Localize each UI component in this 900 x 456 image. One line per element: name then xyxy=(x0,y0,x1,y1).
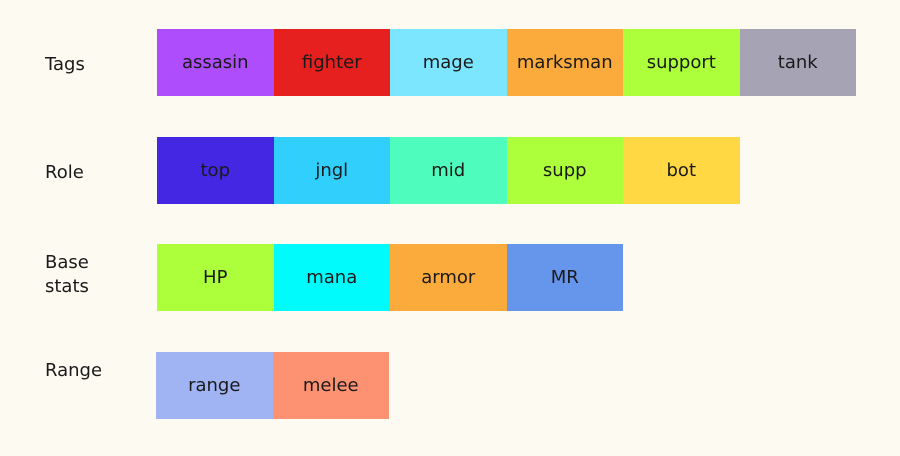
chip-assasin[interactable]: assasin xyxy=(157,29,274,96)
chip-hp[interactable]: HP xyxy=(157,244,274,311)
row-label-base-stats: Base stats xyxy=(45,252,89,297)
chip-mage[interactable]: mage xyxy=(390,29,507,96)
chip-supp[interactable]: supp xyxy=(506,137,623,204)
chip-marksman[interactable]: marksman xyxy=(506,29,623,96)
chip-row-role: top jngl mid supp bot xyxy=(157,137,740,204)
chip-range[interactable]: range xyxy=(156,352,273,419)
chip-bot[interactable]: bot xyxy=(623,137,740,204)
chip-jngl[interactable]: jngl xyxy=(273,137,390,204)
chip-row-range: range melee xyxy=(156,352,389,419)
chip-support[interactable]: support xyxy=(623,29,740,96)
row-label-range: Range xyxy=(45,360,103,381)
chip-armor[interactable]: armor xyxy=(390,244,507,311)
chip-mr[interactable]: MR xyxy=(506,244,623,311)
chip-fighter[interactable]: fighter xyxy=(273,29,390,96)
chip-top[interactable]: top xyxy=(157,137,274,204)
chip-mana[interactable]: mana xyxy=(273,244,390,311)
chip-row-base-stats: HP mana armor MR xyxy=(157,244,623,311)
chip-row-tags: assasin fighter mage marksman support ta… xyxy=(157,29,856,96)
chip-melee[interactable]: melee xyxy=(272,352,389,419)
chip-mid[interactable]: mid xyxy=(390,137,507,204)
row-label-tags: Tags xyxy=(45,54,85,75)
chip-tank[interactable]: tank xyxy=(739,29,856,96)
row-label-role: Role xyxy=(45,162,84,183)
